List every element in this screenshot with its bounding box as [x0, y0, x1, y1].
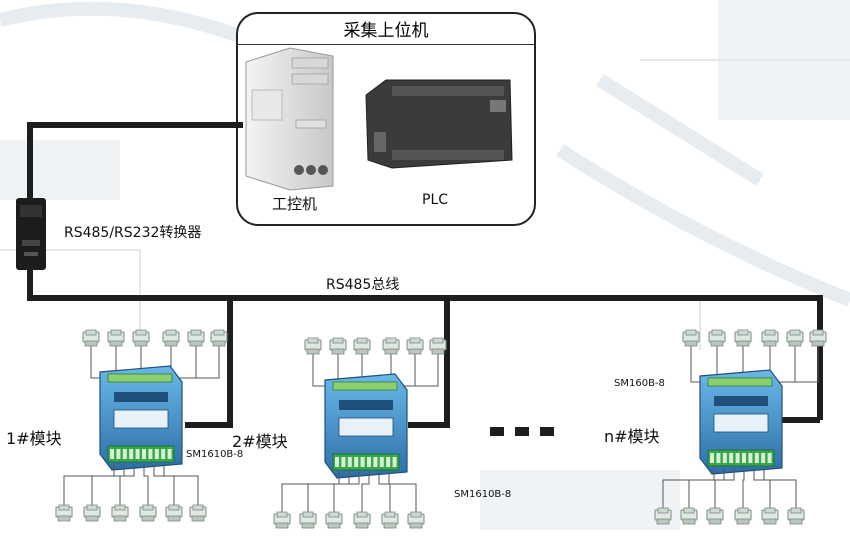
- host-cable: [27, 122, 243, 198]
- sensor-connector: [329, 337, 347, 355]
- sensor-connector: [165, 504, 183, 522]
- module-1-model: SM1610B-8: [186, 449, 244, 460]
- sensor-connector: [429, 337, 447, 355]
- sensor-connector: [407, 511, 425, 529]
- sensor-connector: [682, 329, 700, 347]
- industrial-pc-image: [245, 47, 334, 191]
- module-device-2: [273, 337, 447, 529]
- sensor-connector: [706, 507, 724, 525]
- sensor-connector: [162, 329, 180, 347]
- ellipsis-dash: [490, 427, 504, 436]
- bus-drop-2: [408, 298, 450, 428]
- sensor-connector: [55, 504, 73, 522]
- sensor-connector: [111, 504, 129, 522]
- sensor-connector: [809, 329, 827, 347]
- sensor-connector: [680, 507, 698, 525]
- sensor-connector: [107, 329, 125, 347]
- sensor-connector: [187, 329, 205, 347]
- sensor-connector: [734, 507, 752, 525]
- sensor-connector: [787, 507, 805, 525]
- module-device-3: [654, 329, 827, 525]
- sensor-connector: [82, 329, 100, 347]
- sensor-connector: [132, 329, 150, 347]
- plc-label: PLC: [422, 192, 449, 208]
- plc-image: [365, 79, 513, 169]
- bus-label: RS485总线: [326, 277, 400, 293]
- module-n-label: n#模块: [604, 427, 660, 446]
- sensor-connector: [189, 504, 207, 522]
- module-2-label: 2#模块: [232, 432, 288, 451]
- sensor-connector: [761, 507, 779, 525]
- sensor-connector: [83, 504, 101, 522]
- sensor-connector: [382, 337, 400, 355]
- sensor-connector: [273, 511, 291, 529]
- sensor-connector: [406, 337, 424, 355]
- ipc-label: 工控机: [272, 195, 318, 213]
- converter-label: RS485/RS232转换器: [64, 225, 202, 241]
- sensor-connector: [210, 329, 228, 347]
- ellipsis-dash: [540, 427, 554, 436]
- sensor-connector: [381, 511, 399, 529]
- sensor-connector: [708, 329, 726, 347]
- host-title: 采集上位机: [343, 21, 429, 41]
- sensor-connector: [734, 329, 752, 347]
- sensor-connector: [304, 337, 322, 355]
- sensor-connector: [786, 329, 804, 347]
- sensor-connector: [325, 511, 343, 529]
- sensor-connector: [353, 337, 371, 355]
- ellipsis-dash: [515, 427, 529, 436]
- module-n-model: SM160B-8: [614, 378, 665, 389]
- sensor-connector: [139, 504, 157, 522]
- converter-bus-cable: [27, 268, 823, 420]
- module-2-model: SM1610B-8: [454, 489, 512, 500]
- sensor-connector: [654, 507, 672, 525]
- module-device-1: [55, 329, 228, 522]
- module-1-label: 1#模块: [6, 429, 62, 448]
- sensor-connector: [299, 511, 317, 529]
- rs485-converter-device: [16, 198, 46, 270]
- host-title-divider: [238, 44, 534, 45]
- sensor-connector: [353, 511, 371, 529]
- bus-drop-1: [185, 298, 233, 428]
- sensor-connector: [761, 329, 779, 347]
